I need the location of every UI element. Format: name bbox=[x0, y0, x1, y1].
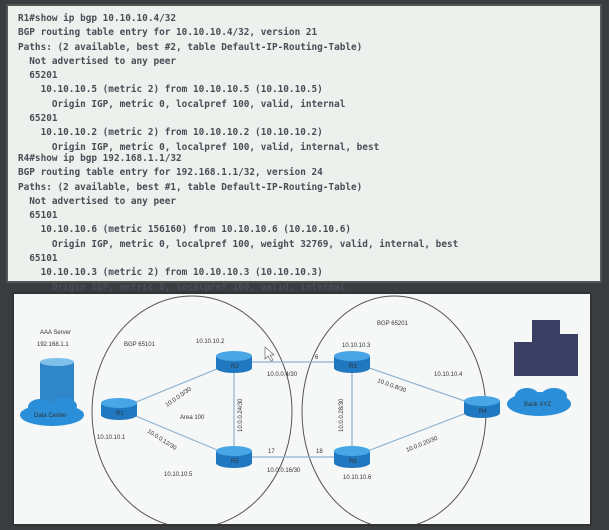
link-r3-r6: 10.0.0.28/30 bbox=[339, 398, 345, 432]
r6-ip: 10.10.10.6 bbox=[343, 475, 372, 481]
router-r3[interactable]: R3 bbox=[334, 351, 370, 373]
cli-line: BGP routing table entry for 192.168.1.1/… bbox=[18, 167, 323, 179]
r5-ip: 10.10.10.5 bbox=[164, 472, 193, 478]
r4-ip: 10.10.10.4 bbox=[434, 372, 463, 378]
cli-line: Paths: (2 available, best #1, table Defa… bbox=[18, 181, 363, 193]
as-65201-boundary bbox=[301, 295, 487, 529]
link-r1-r5: 10.0.0.12/30 bbox=[146, 429, 178, 453]
router-r1-name: R1 bbox=[116, 411, 124, 417]
bank-cloud-icon bbox=[507, 388, 571, 416]
cli-line: 10.10.10.5 (metric 2) from 10.10.10.5 (1… bbox=[18, 84, 323, 96]
data-center-label: Data Center bbox=[34, 413, 66, 419]
cli-line: R4#show ip bgp 192.168.1.1/32 bbox=[18, 153, 182, 164]
cli-line: Origin IGP, metric 0, localpref 100, val… bbox=[18, 98, 346, 110]
cli-line: Not advertised to any peer bbox=[18, 195, 177, 207]
link-r6-r4: 10.0.0.20/30 bbox=[406, 436, 440, 454]
data-center-cloud-icon bbox=[20, 398, 84, 426]
cli-line: Origin IGP, metric 0, localpref 100, wei… bbox=[18, 238, 459, 250]
cli-line: 10.10.10.6 (metric 156160) from 10.10.10… bbox=[18, 224, 352, 236]
cli-line: 10.10.10.3 (metric 2) from 10.10.10.3 (1… bbox=[18, 267, 323, 279]
bank-building-icon bbox=[514, 320, 578, 376]
mouse-cursor-icon bbox=[264, 346, 275, 362]
cli-line: R1#show ip bgp 10.10.10.4/32 bbox=[18, 13, 177, 24]
r1-ip: 10.10.10.1 bbox=[97, 435, 126, 441]
link-r3-r4: 10.0.0.8/30 bbox=[376, 378, 407, 394]
bank-label: Bank XYZ bbox=[524, 402, 551, 408]
cli-line: 65101 bbox=[18, 210, 58, 222]
router-r3-name: R3 bbox=[349, 364, 357, 370]
as-65201-label: BGP 65201 bbox=[377, 321, 409, 327]
router-r4-name: R4 bbox=[479, 409, 487, 415]
router-r2[interactable]: R2 bbox=[216, 351, 252, 373]
links bbox=[118, 361, 483, 458]
link-r1-r2: 10.0.0.0/30 bbox=[165, 386, 194, 409]
area-label: Area 100 bbox=[180, 415, 205, 421]
port-r6-18: 18 bbox=[316, 449, 323, 455]
link-r5-r6: 10.0.0.16/30 bbox=[267, 468, 301, 474]
router-r4[interactable]: R4 bbox=[464, 396, 500, 418]
cli-line: 65101 bbox=[18, 253, 58, 265]
aaa-server-ip: 192.168.1.1 bbox=[37, 342, 69, 348]
aaa-server-label: AAA Server bbox=[40, 330, 71, 336]
cli-line: Paths: (2 available, best #2, table Defa… bbox=[18, 41, 363, 53]
cli-line: BGP routing table entry for 10.10.10.4/3… bbox=[18, 27, 318, 39]
router-r6-name: R6 bbox=[349, 459, 357, 465]
router-r6[interactable]: R6 bbox=[334, 446, 370, 468]
cli-line: 65201 bbox=[18, 113, 58, 125]
cli-line: Origin IGP, metric 0, localpref 100, val… bbox=[18, 141, 380, 153]
router-r5[interactable]: R5 bbox=[216, 446, 252, 468]
cli-line: Not advertised to any peer bbox=[18, 55, 177, 67]
port-r5-17: 17 bbox=[268, 449, 275, 455]
router-r1[interactable]: R1 bbox=[101, 398, 137, 420]
cli-line: Origin IGP, metric 0, localpref 100, val… bbox=[18, 281, 346, 293]
cli-line: 10.10.10.2 (metric 2) from 10.10.10.2 (1… bbox=[18, 127, 323, 139]
cli-line: 65201 bbox=[18, 70, 58, 82]
aaa-server-icon bbox=[40, 358, 74, 404]
port-r3-6: 6 bbox=[315, 355, 319, 361]
as-65101-label: BGP 65101 bbox=[124, 342, 156, 348]
link-r2-r3: 10.0.0.4/30 bbox=[267, 372, 298, 378]
router-r5-name: R5 bbox=[231, 459, 239, 465]
r3-ip: 10.10.10.3 bbox=[342, 343, 371, 349]
r2-ip: 10.10.10.2 bbox=[196, 339, 225, 345]
link-r2-r5: 10.0.0.24/30 bbox=[238, 398, 244, 432]
router-r2-name: R2 bbox=[231, 364, 239, 370]
